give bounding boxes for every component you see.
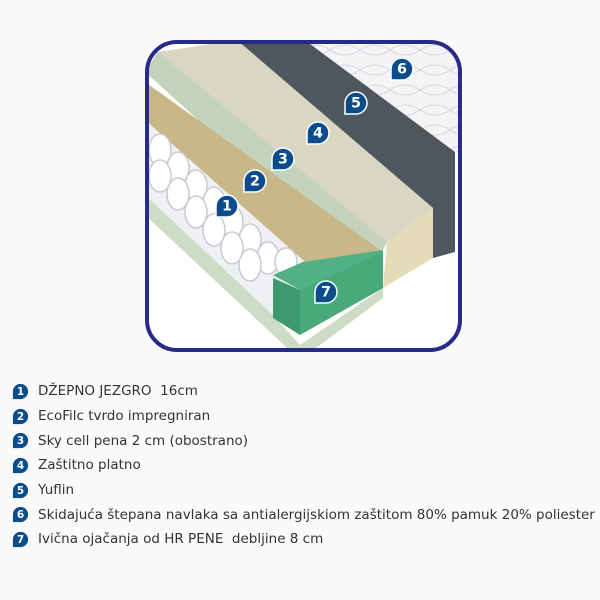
layer-legend: 1 DŽEPNO JEZGRO 16cm 2 EcoFilc tvrdo impre… xyxy=(11,379,595,552)
layer-yuflin xyxy=(232,42,455,258)
number-6-badge-icon: 6 xyxy=(11,506,30,524)
mattress-layers-illustration: 1 2 3 4 5 6 7 xyxy=(145,40,462,352)
legend-label: Skidajuća štepana navlaka sa antialergij… xyxy=(38,506,595,523)
marker-3: 3 xyxy=(11,432,30,450)
number-4-badge-icon: 4 xyxy=(11,456,30,474)
number-1-badge-icon: 1 xyxy=(11,382,30,400)
marker-number: 2 xyxy=(17,410,24,422)
marker-5: 5 xyxy=(344,91,368,115)
marker-number: 5 xyxy=(17,484,24,496)
number-5-badge-icon: 5 xyxy=(11,481,30,499)
marker-number: 3 xyxy=(17,435,24,447)
number-7-badge-icon: 7 xyxy=(11,530,30,549)
legend-item: 6 Skidajuća štepana navlaka sa antialergi… xyxy=(11,502,595,527)
marker-7: 7 xyxy=(11,530,30,549)
number-2-badge-icon: 2 xyxy=(11,407,30,425)
legend-label: Zaštitno platno xyxy=(38,457,141,474)
marker-number: 2 xyxy=(250,174,260,190)
marker-4: 4 xyxy=(306,121,330,145)
marker-number: 1 xyxy=(17,386,24,398)
legend-item: 2 EcoFilc tvrdo impregniran xyxy=(11,404,595,429)
legend-label: Yuflin xyxy=(38,482,75,499)
marker-number: 4 xyxy=(17,460,24,472)
edge-foam-front xyxy=(300,252,383,335)
legend-label: EcoFilc tvrdo impregniran xyxy=(38,408,211,425)
marker-number: 3 xyxy=(278,152,288,168)
edge-foam-top xyxy=(273,250,383,290)
number-3-badge-icon: 3 xyxy=(11,432,30,450)
layer-protective-fabric xyxy=(158,42,433,242)
marker-number: 1 xyxy=(222,199,232,215)
marker-number: 6 xyxy=(17,509,24,521)
marker-4: 4 xyxy=(11,456,30,474)
marker-number: 4 xyxy=(313,126,323,142)
marker-number: 5 xyxy=(351,96,361,112)
legend-item: 4 Zaštitno platno xyxy=(11,453,595,478)
layer-protective-fabric-front xyxy=(383,208,433,288)
legend-label: Ivična ojačanja od HR PENE debljine 8 cm xyxy=(38,531,324,548)
marker-2: 2 xyxy=(11,407,30,425)
legend-item: 7 Ivična ojačanja od HR PENE debljine 8 c… xyxy=(11,527,595,552)
legend-item: 1 DŽEPNO JEZGRO 16cm xyxy=(11,379,595,404)
edge-foam-side xyxy=(273,278,300,335)
pocket-springs xyxy=(148,133,298,282)
marker-number: 6 xyxy=(397,62,407,78)
marker-2: 2 xyxy=(243,169,267,193)
marker-6: 6 xyxy=(11,506,30,524)
marker-number: 7 xyxy=(321,285,331,301)
legend-label: DŽEPNO JEZGRO 16cm xyxy=(38,383,198,400)
marker-1: 1 xyxy=(11,382,30,400)
legend-item: 3 Sky cell pena 2 cm (obostrano) xyxy=(11,428,595,453)
marker-7: 7 xyxy=(314,280,338,304)
marker-1: 1 xyxy=(215,194,239,218)
marker-number: 7 xyxy=(17,534,24,546)
frame-border xyxy=(145,40,462,352)
legend-label: Sky cell pena 2 cm (obostrano) xyxy=(38,432,249,449)
marker-6: 6 xyxy=(390,57,414,81)
marker-5: 5 xyxy=(11,481,30,499)
marker-3: 3 xyxy=(271,147,295,171)
legend-item: 5 Yuflin xyxy=(11,478,595,503)
